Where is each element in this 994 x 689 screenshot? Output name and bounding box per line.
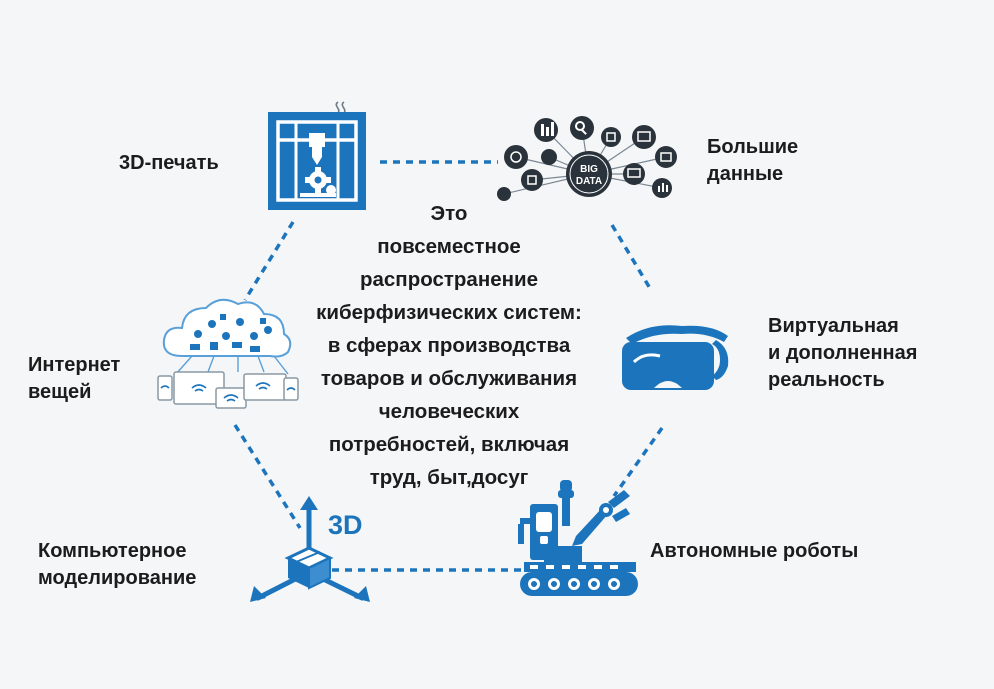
center-line: киберфизических систем:	[316, 301, 582, 324]
label-big-data: Большие данные	[707, 136, 799, 185]
big-data-icon-text-1: BIG	[580, 164, 598, 175]
label-internet-of-things: Интернет вещей	[28, 354, 121, 403]
label-vr-ar: Виртуальная и дополненная реальность	[768, 315, 918, 391]
3d-cube-icon: 3D	[250, 496, 370, 602]
big-data-icon: BIG DATA	[497, 116, 677, 201]
connector-printing-iot	[243, 221, 295, 301]
center-line: повсеместное	[377, 235, 521, 258]
robot-arm-icon	[518, 480, 638, 596]
center-line: человеческих	[378, 400, 520, 423]
center-line: потребностей, включая	[328, 433, 570, 456]
iot-cloud-icon	[157, 298, 299, 409]
center-description: Это повсеместное распространение киберфи…	[290, 197, 608, 494]
label-autonomous-robots: Автономные роботы	[650, 540, 859, 562]
3d-printer-icon	[268, 101, 366, 210]
center-line: товаров и обслуживания	[320, 367, 578, 390]
center-line: в сферах производства	[327, 334, 571, 357]
center-line: Это	[430, 202, 468, 225]
center-line: распространение	[359, 268, 538, 291]
label-computer-modeling: Компьютерное моделирование	[38, 540, 197, 589]
label-3d-printing: 3D-печать	[119, 152, 219, 174]
3d-cube-icon-text: 3D	[328, 510, 363, 540]
connector-vr-robots	[612, 426, 664, 498]
vr-headset-icon	[622, 325, 729, 390]
connector-bigdata-vr	[610, 224, 653, 291]
center-line: труд, быт,досуг	[369, 466, 529, 489]
big-data-icon-text-2: DATA	[576, 176, 602, 187]
